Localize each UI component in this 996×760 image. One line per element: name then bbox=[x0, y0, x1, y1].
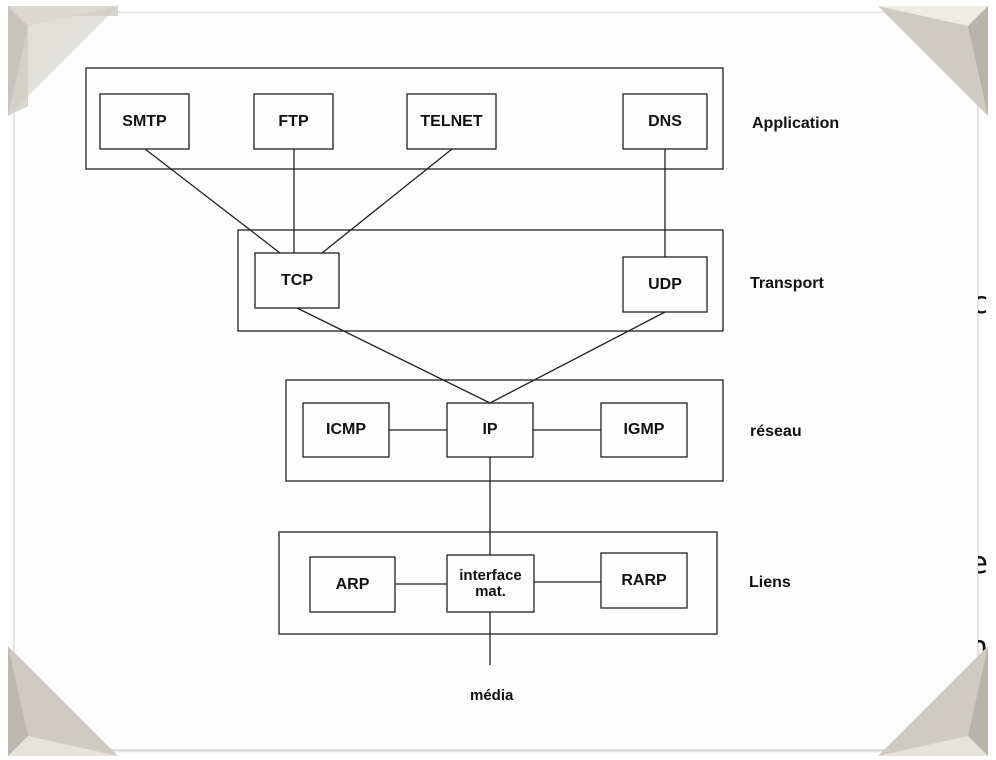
rarp-box bbox=[600, 552, 688, 609]
photo-corner-top-left bbox=[8, 6, 118, 116]
igmp-label: IGMP bbox=[623, 421, 665, 438]
layer-label-application: Application bbox=[752, 115, 840, 132]
interface-label-line1: interface bbox=[459, 566, 522, 584]
udp-ip-line bbox=[489, 311, 666, 404]
link-layer-box bbox=[278, 531, 718, 635]
smtp-label: SMTP bbox=[122, 112, 167, 130]
layer-label-transport: Transport bbox=[750, 275, 824, 292]
smtp-box bbox=[99, 93, 190, 150]
tcp-ip-line bbox=[296, 307, 491, 404]
telnet-tcp-line bbox=[321, 148, 453, 254]
tcp-label: TCP bbox=[281, 271, 313, 289]
ftp-label: FTP bbox=[278, 112, 309, 130]
interface-label: interface mat. bbox=[447, 555, 534, 612]
photo-corner-top-right bbox=[878, 6, 988, 116]
arp-label: ARP bbox=[335, 575, 370, 593]
icmp-label: ICMP bbox=[326, 421, 366, 438]
photo-corner-bottom-left bbox=[8, 646, 118, 756]
interface-label-line2: mat. bbox=[475, 582, 506, 600]
rarp-label: RARP bbox=[621, 571, 667, 589]
photo-corner-bottom-right bbox=[878, 646, 988, 756]
layer-label-network: réseau bbox=[750, 423, 802, 440]
telnet-label: TELNET bbox=[420, 112, 483, 130]
transport-layer-box bbox=[237, 229, 724, 332]
network-layer-box bbox=[285, 379, 724, 482]
layer-label-link: Liens bbox=[749, 574, 791, 591]
smtp-tcp-line bbox=[144, 148, 281, 254]
media-label: média bbox=[470, 687, 514, 704]
udp-label: UDP bbox=[648, 275, 682, 293]
application-layer-box bbox=[85, 67, 724, 170]
dns-label: DNS bbox=[648, 112, 682, 130]
ip-label: IP bbox=[482, 421, 498, 438]
